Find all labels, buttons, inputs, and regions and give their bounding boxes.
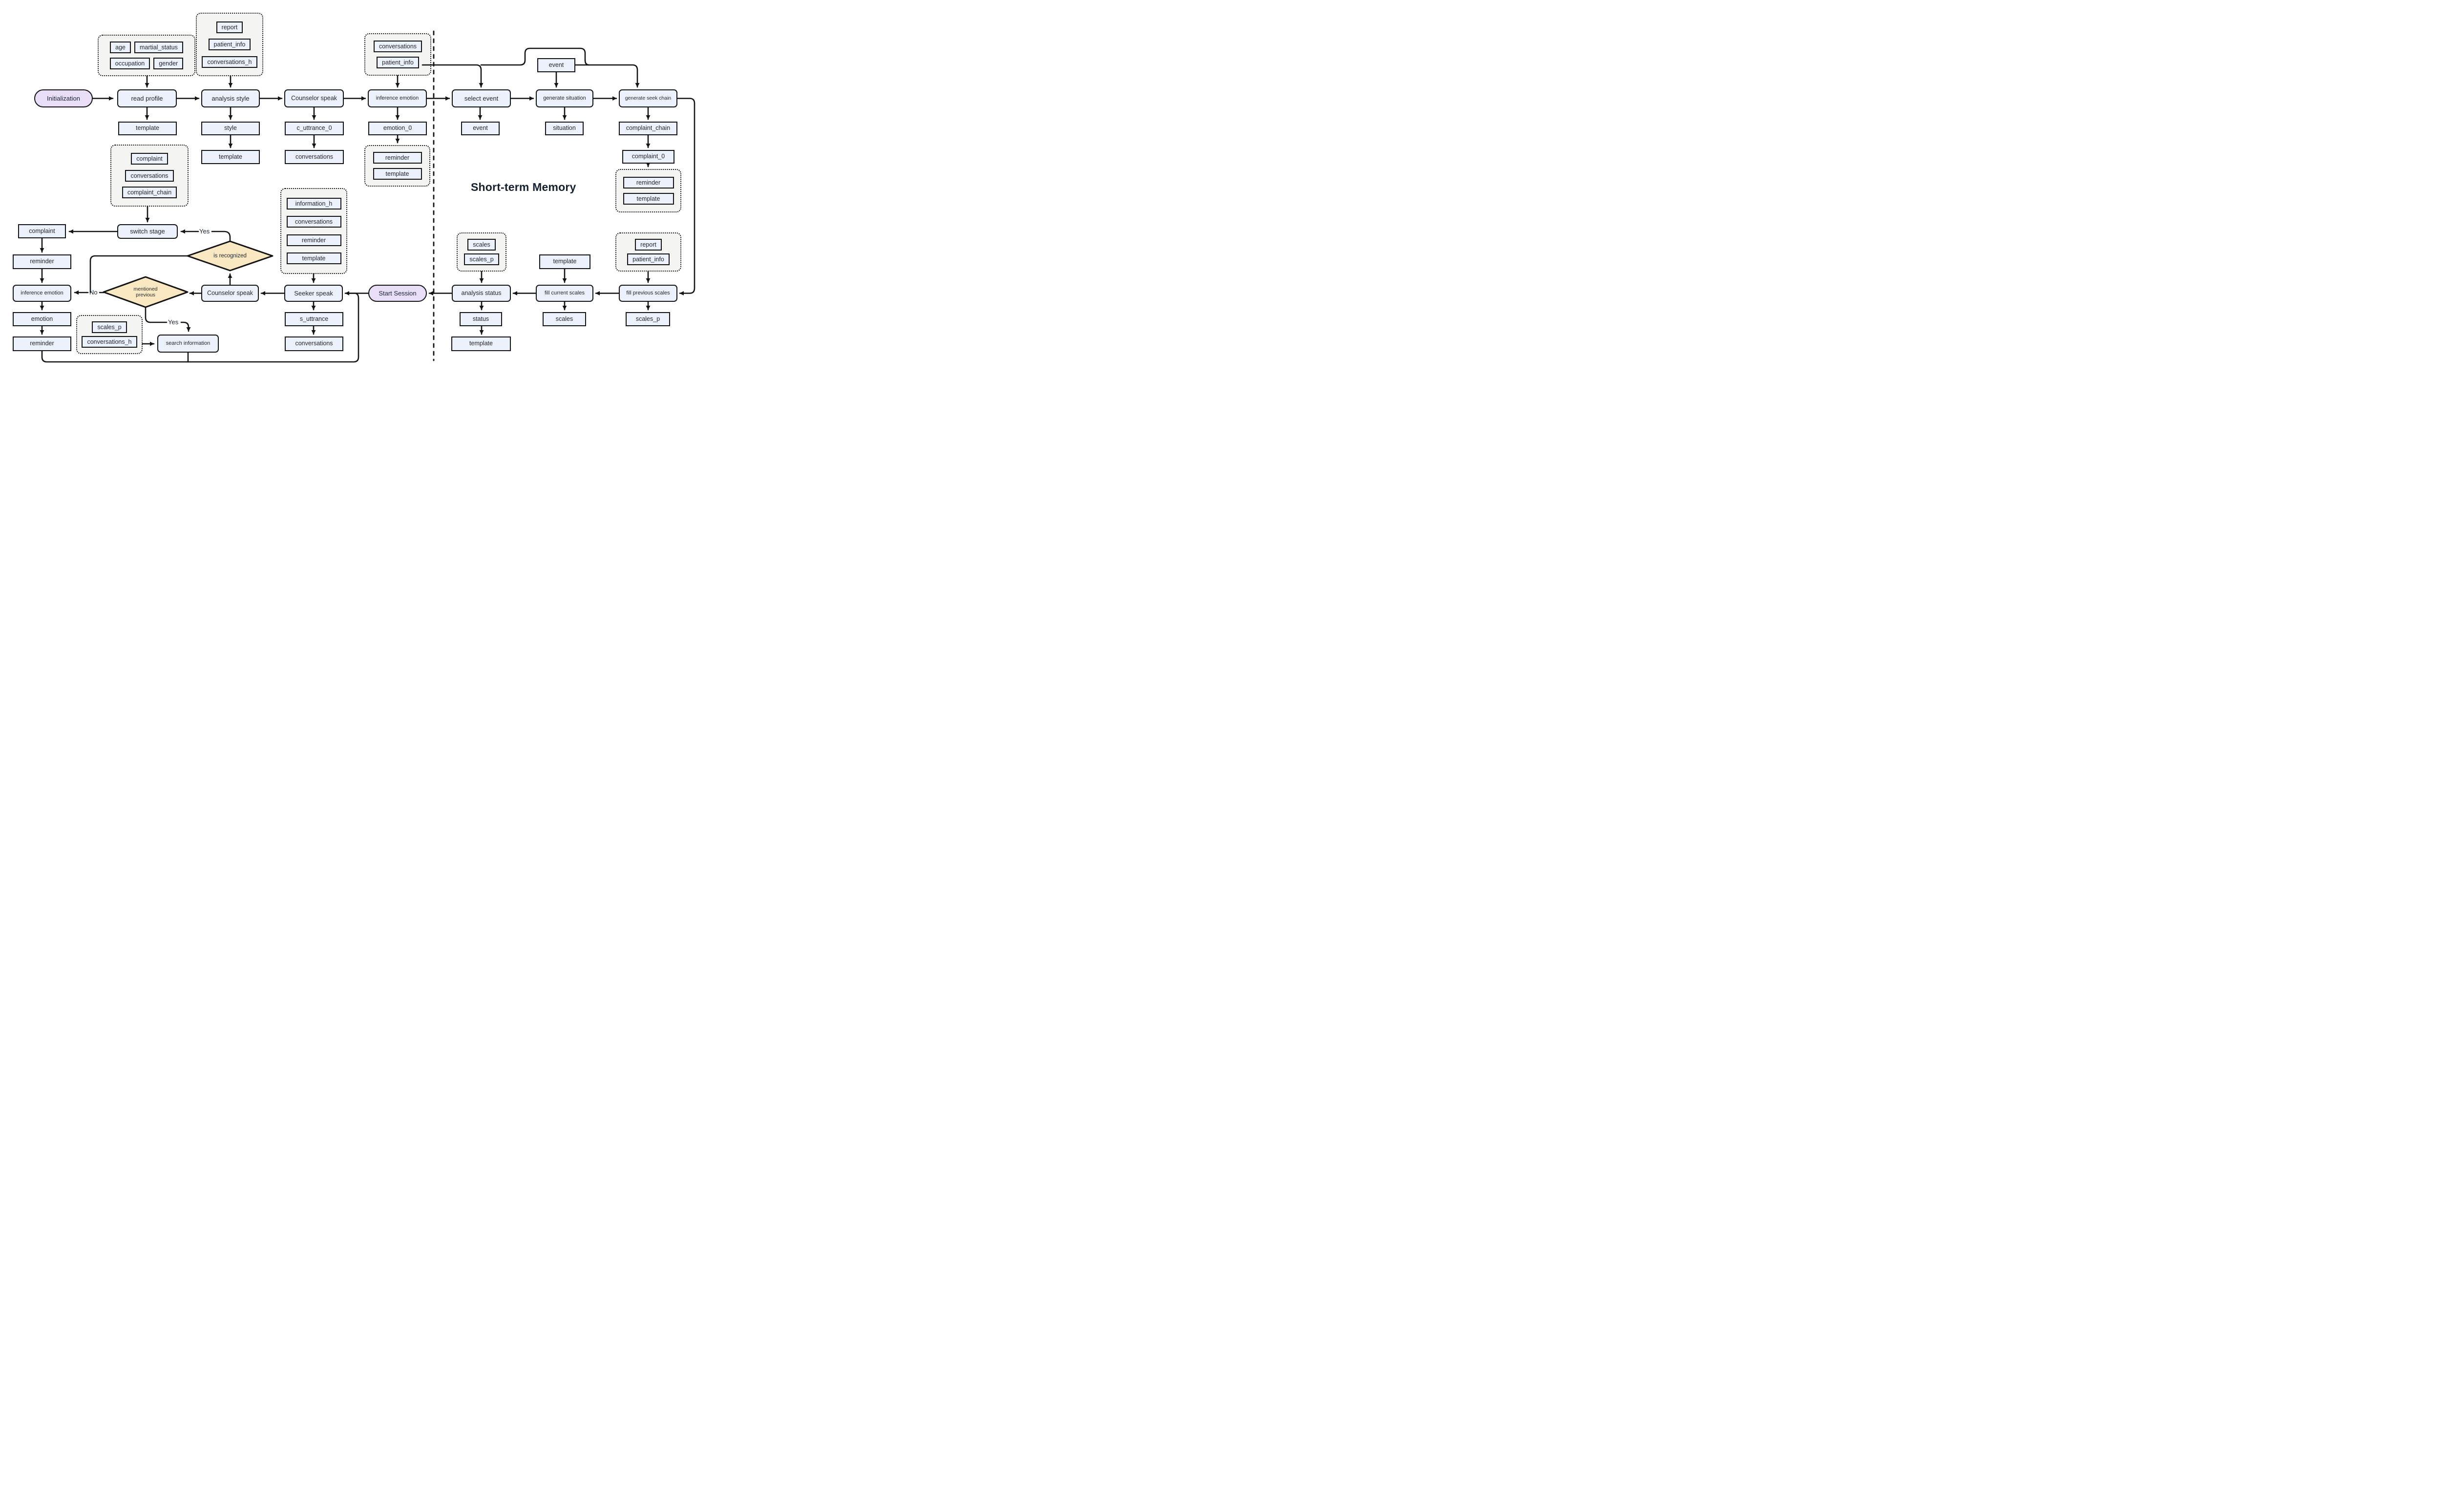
- reminder-box: reminder: [623, 176, 674, 189]
- template-data: template: [201, 150, 260, 164]
- flowchart-canvas: Short-term Memory Yes Yes No is recogniz…: [0, 0, 699, 378]
- profile-row-1: age martial_status: [110, 42, 183, 54]
- counselor-speak-node-low: Counselor speak: [201, 285, 259, 302]
- information-h-box: information_h: [286, 197, 341, 210]
- reminder-box: reminder: [286, 234, 341, 246]
- short-term-memory-title: Short-term Memory: [471, 181, 576, 193]
- analysis-style-node: analysis style: [201, 89, 260, 107]
- no-label: No: [89, 289, 98, 296]
- yes-label-search: Yes: [168, 318, 179, 326]
- complaint-chain-data: complaint_chain: [619, 122, 677, 135]
- conversations-h-box: conversations_h: [82, 336, 137, 348]
- report-input-cluster: report patient_info conversations_h: [196, 13, 263, 76]
- analysis-status-node: analysis status: [452, 285, 511, 302]
- status-data: status: [460, 312, 502, 326]
- is-recognized-label: is recognized: [213, 252, 247, 259]
- patient-info-box: patient_info: [627, 253, 670, 266]
- fill-previous-scales-node: fill previous scales: [619, 285, 677, 302]
- c-uttrance-0-data: c_uttrance_0: [285, 122, 344, 135]
- template-data: template: [451, 336, 511, 351]
- search-information-node: search information: [157, 335, 219, 353]
- scales-p-box: scales_p: [92, 321, 127, 333]
- mentioned-previous-label: mentioned previous: [116, 286, 175, 299]
- conversations-h-box: conversations_h: [202, 56, 257, 68]
- gender-box: gender: [153, 57, 184, 69]
- scales-memory-cluster: scales scales_p: [457, 232, 506, 272]
- generate-situation-node: generate situation: [536, 89, 593, 107]
- reminder-right-cluster: reminder template: [615, 169, 681, 212]
- inference-emotion-node-top: inference emotion: [368, 89, 427, 107]
- initialization-node: Initialization: [34, 89, 93, 107]
- patient-info-box: patient_info: [208, 39, 251, 50]
- search-inputs-cluster: scales_p conversations_h: [76, 315, 143, 354]
- report-box: report: [635, 238, 662, 251]
- template-box: template: [373, 168, 422, 180]
- conversations-box: conversations: [286, 216, 341, 228]
- occupation-box: occupation: [109, 57, 150, 69]
- start-session-node: Start Session: [368, 285, 427, 302]
- complaint-data: complaint: [18, 224, 66, 238]
- inference-emotion-node-left: inference emotion: [13, 285, 71, 302]
- template-data: template: [539, 254, 590, 269]
- patient-info-box: patient_info: [377, 57, 419, 68]
- conversations-box: conversations: [125, 169, 174, 182]
- report-right-cluster: report patient_info: [615, 232, 681, 272]
- emotion-data: emotion: [13, 312, 71, 326]
- emotion-0-data: emotion_0: [368, 122, 427, 135]
- fill-current-scales-node: fill current scales: [536, 285, 593, 302]
- select-event-node: select event: [452, 89, 511, 107]
- mentioned-previous-line2: previous: [136, 292, 155, 298]
- style-data: style: [201, 122, 260, 135]
- generate-seek-chain-node: generate seek chain: [619, 89, 677, 107]
- event-data: event: [461, 122, 500, 135]
- conversations-box: conversations: [373, 41, 422, 52]
- scales-data: scales: [543, 312, 586, 326]
- scales-p-data: scales_p: [626, 312, 670, 326]
- situation-data: situation: [545, 122, 584, 135]
- seeker-inputs-cluster: information_h conversations reminder tem…: [280, 188, 347, 274]
- conversations-patient-cluster: conversations patient_info: [364, 33, 431, 76]
- seeker-speak-node: Seeker speak: [284, 285, 343, 302]
- switch-stage-node: switch stage: [117, 224, 178, 239]
- s-uttrance-data: s_uttrance: [285, 312, 343, 326]
- reminder-box: reminder: [373, 152, 422, 164]
- reminder-data: reminder: [13, 336, 71, 351]
- conversations-data: conversations: [285, 336, 343, 351]
- martial-status-box: martial_status: [134, 42, 183, 54]
- conversations-data: conversations: [285, 150, 344, 164]
- complaint-box: complaint: [131, 152, 168, 165]
- emotion-memory-cluster: reminder template: [364, 145, 430, 187]
- template-data: template: [118, 122, 177, 135]
- counselor-speak-node-top: Counselor speak: [284, 89, 344, 107]
- read-profile-node: read profile: [117, 89, 177, 107]
- complaint-memory-cluster: complaint conversations complaint_chain: [110, 145, 189, 207]
- profile-row-2: occupation gender: [109, 57, 184, 69]
- template-box: template: [623, 193, 674, 205]
- report-box: report: [216, 21, 243, 33]
- template-box: template: [286, 252, 341, 265]
- complaint-0-data: complaint_0: [622, 150, 674, 164]
- event-input-data: event: [537, 58, 575, 72]
- reminder-data: reminder: [13, 254, 71, 269]
- complaint-chain-box: complaint_chain: [122, 187, 177, 199]
- profile-input-cluster: age martial_status occupation gender: [98, 35, 195, 76]
- yes-label-switch-stage: Yes: [199, 228, 210, 235]
- age-box: age: [110, 42, 131, 54]
- scales-box: scales: [467, 238, 496, 251]
- scales-p-box: scales_p: [464, 253, 499, 266]
